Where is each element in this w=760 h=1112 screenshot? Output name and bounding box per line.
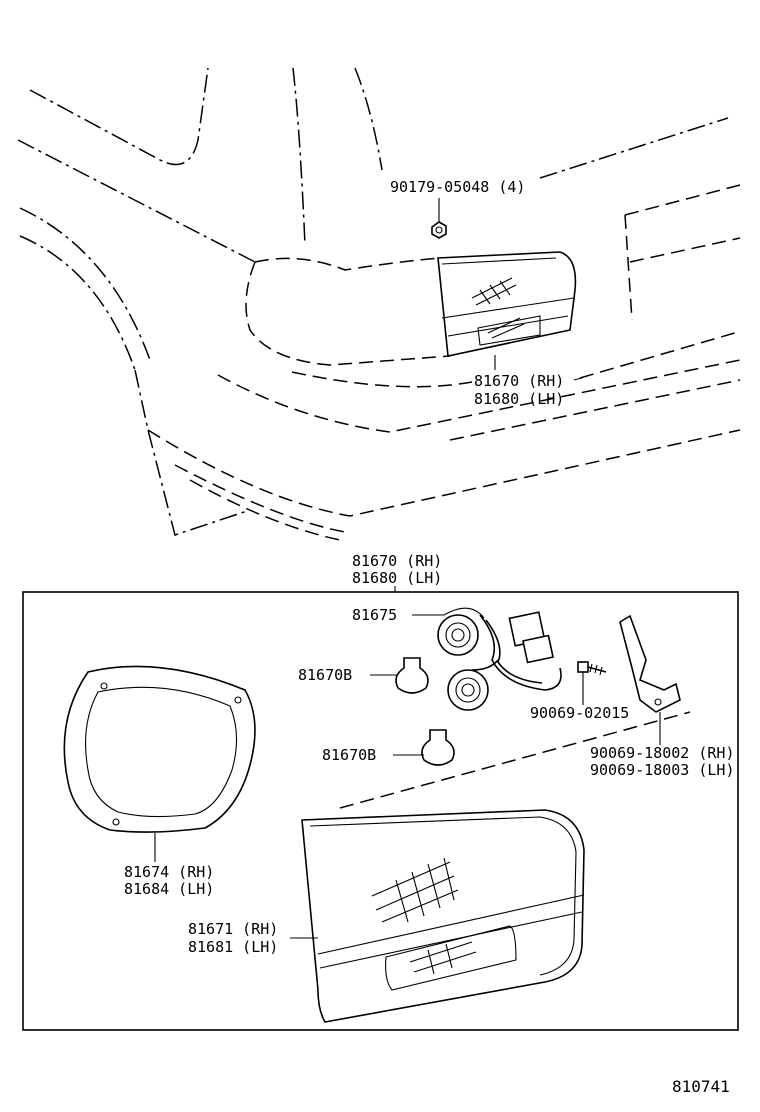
callout-gasket-rh: 81674 (RH) — [124, 863, 214, 881]
callout-bulb-lower: 81670B — [322, 746, 376, 764]
screw-icon — [577, 661, 607, 676]
lens-icon — [301, 809, 585, 1023]
bulb-lower-icon — [421, 729, 455, 766]
nut-icon — [431, 221, 447, 239]
figure-number: 810741 — [672, 1077, 730, 1096]
callout-lens-rh: 81671 (RH) — [188, 920, 278, 938]
callout-lamp-lh: 81680 (LH) — [474, 390, 564, 408]
detail-title-lh: 81680 (LH) — [352, 569, 442, 587]
callout-bracket-rh: 90069-18002 (RH) — [590, 744, 735, 762]
gasket-icon — [63, 665, 256, 833]
vehicle-rear-quarter-view — [17, 67, 741, 541]
callout-bracket-lh: 90069-18003 (LH) — [590, 761, 735, 779]
callout-lamp-rh: 81670 (RH) — [474, 372, 564, 390]
callout-socket-wire: 81675 — [352, 606, 397, 624]
callout-screw: 90069-02015 — [530, 704, 629, 722]
detail-box-frame — [22, 591, 739, 1031]
taillight-assembly-installed — [437, 251, 577, 357]
bulb-upper-icon — [395, 657, 429, 694]
socket-wire-harness — [437, 607, 562, 711]
detail-title-rh: 81670 (RH) — [352, 552, 442, 570]
callout-gasket-lh: 81684 (LH) — [124, 880, 214, 898]
callout-nut: 90179-05048 (4) — [390, 178, 525, 196]
callout-lens-lh: 81681 (LH) — [188, 938, 278, 956]
callout-bulb-upper: 81670B — [298, 666, 352, 684]
bracket-icon — [619, 614, 681, 713]
